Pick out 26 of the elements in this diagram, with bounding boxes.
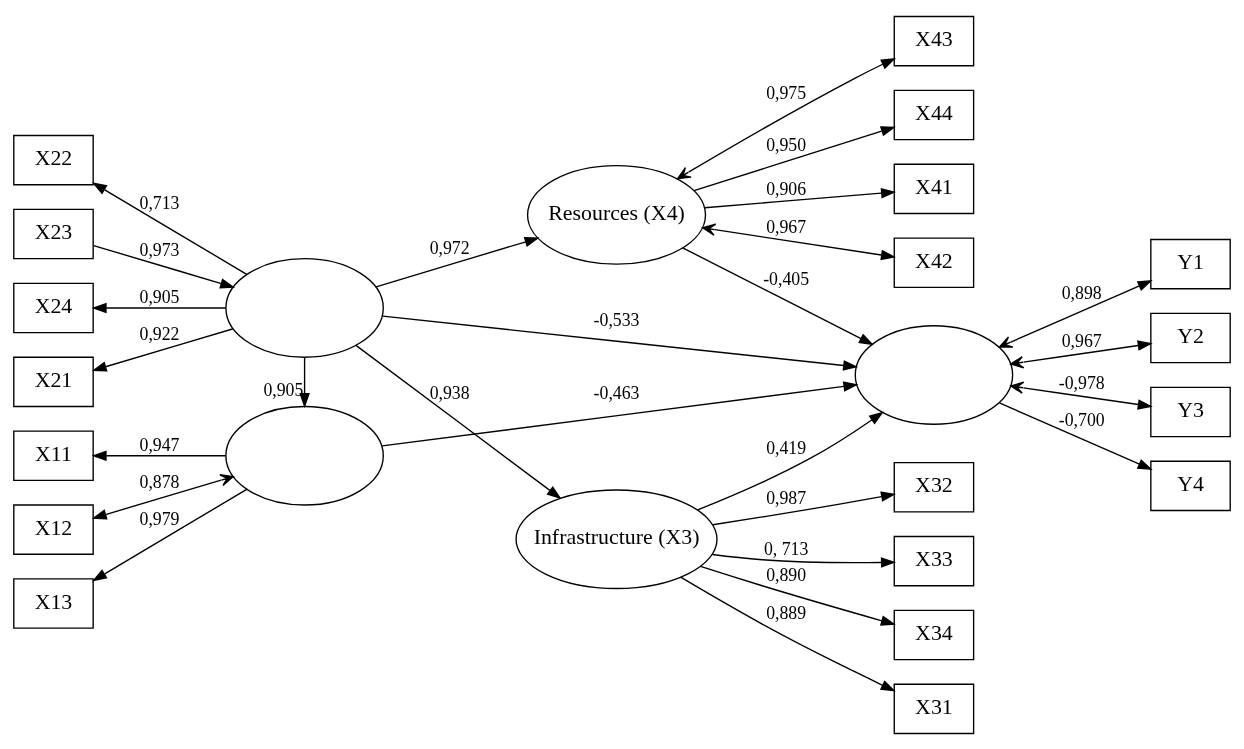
edge-label: 0,905 xyxy=(139,286,180,307)
edge-label: 0,967 xyxy=(766,216,807,237)
edge-label: 0, 713 xyxy=(763,538,809,559)
edge-label: 0,906 xyxy=(766,178,807,199)
edge-label: 0,938 xyxy=(429,382,470,403)
edge-label: 0,967 xyxy=(1061,330,1102,351)
edge-label: 0,419 xyxy=(766,437,807,458)
edge-label: 0,922 xyxy=(139,323,180,344)
edge-label: -0,978 xyxy=(1058,372,1105,393)
edge-label: 0,878 xyxy=(139,471,180,492)
edge-label: 0,950 xyxy=(766,134,807,155)
edge-label: 0,890 xyxy=(766,564,807,585)
edge-label: -0,463 xyxy=(593,382,640,403)
edge-label: -0,700 xyxy=(1058,409,1105,430)
edge-label: 0,713 xyxy=(139,192,180,213)
edge-label: 0,889 xyxy=(766,602,807,623)
edge-label: 0,975 xyxy=(766,82,807,103)
edge-label: 0,987 xyxy=(766,487,807,508)
edge-label: 0,979 xyxy=(139,508,180,529)
edge-label: -0,405 xyxy=(763,268,810,289)
edge-label: 0,973 xyxy=(139,239,180,260)
edge-label: 0,947 xyxy=(139,434,180,455)
edge-label: -0,533 xyxy=(593,309,640,330)
edge-label: 0,972 xyxy=(429,237,470,258)
edge-label: 0,898 xyxy=(1061,282,1102,303)
edge-label: 0,905 xyxy=(263,379,304,400)
